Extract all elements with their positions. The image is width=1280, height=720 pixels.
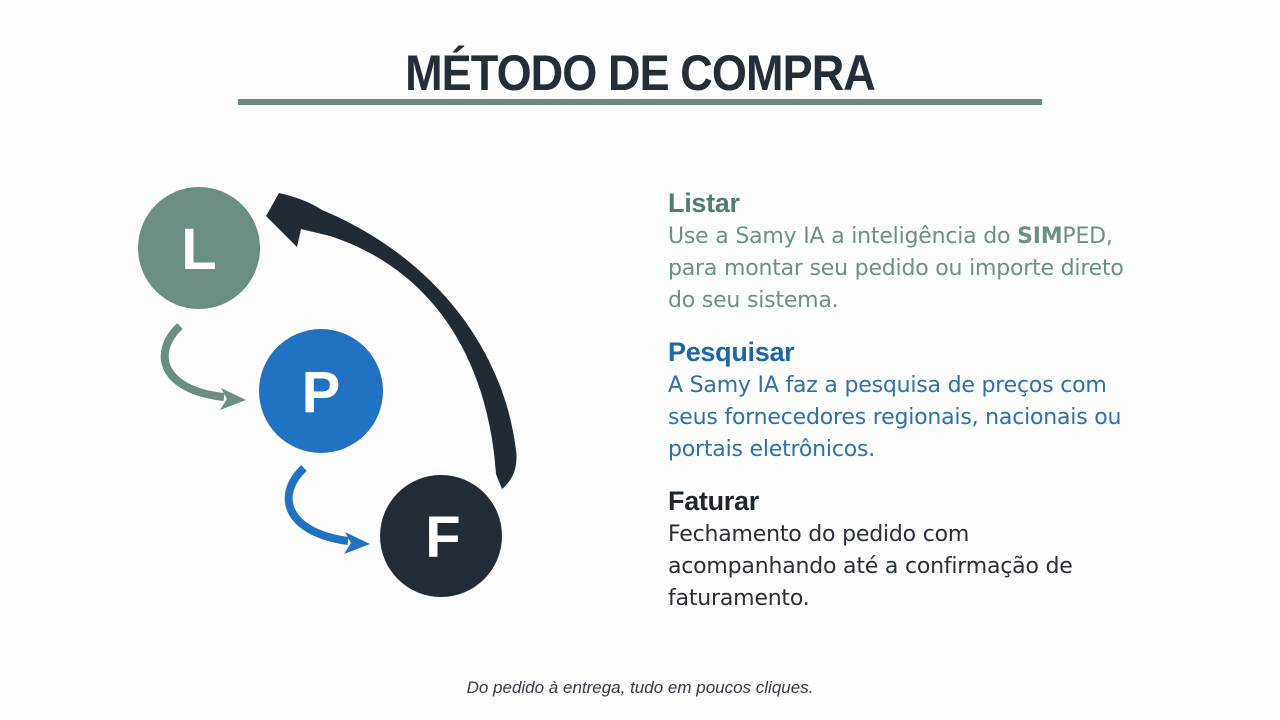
step-faturar-heading: Faturar [668, 486, 759, 516]
steps-column: Listar Use a Samy IA a inteligência do S… [668, 188, 1140, 635]
node-pesquisar [259, 329, 383, 453]
page-title-text: MÉTODO DE COMPRA [405, 45, 876, 101]
node-pesquisar-letter: P [302, 360, 341, 425]
step-pesquisar-body: A Samy IA faz a pesquisa de preços com s… [668, 373, 1122, 462]
step-listar-body-bold: SIM [1017, 224, 1063, 249]
step-listar-heading: Listar [668, 188, 740, 218]
footer-tagline: Do pedido à entrega, tudo em poucos cliq… [466, 678, 814, 697]
step-listar: Listar Use a Samy IA a inteligência do S… [668, 188, 1140, 317]
step-pesquisar: Pesquisar A Samy IA faz a pesquisa de pr… [668, 337, 1140, 466]
title-underline [238, 99, 1042, 105]
node-faturar [380, 475, 502, 597]
arrow-l-to-p-icon [160, 323, 225, 401]
arrow-l-to-p-head-icon [220, 388, 246, 410]
step-listar-body-prefix: Use a Samy IA a inteligência do [668, 224, 1018, 249]
arrow-p-to-f-icon [284, 465, 349, 545]
step-listar-body: Use a Samy IA a inteligência do SIMPED, … [668, 221, 1140, 317]
step-faturar: Faturar Fechamento do pedido com acompan… [668, 486, 1140, 615]
node-listar-letter: L [181, 217, 216, 282]
arrow-p-to-f-head-icon [344, 532, 370, 554]
node-listar [138, 187, 260, 309]
page-title: MÉTODO DE COMPRA [0, 44, 1280, 102]
arrow-f-to-l-icon [266, 193, 517, 489]
node-faturar-letter: F [425, 505, 460, 570]
corner-highlight [1168, 640, 1280, 720]
step-pesquisar-heading: Pesquisar [668, 337, 795, 367]
step-faturar-body: Fechamento do pedido com acompanhando at… [668, 522, 1073, 611]
step-listar-body-suffix: PED, para montar seu pedido ou importe d… [668, 224, 1124, 313]
